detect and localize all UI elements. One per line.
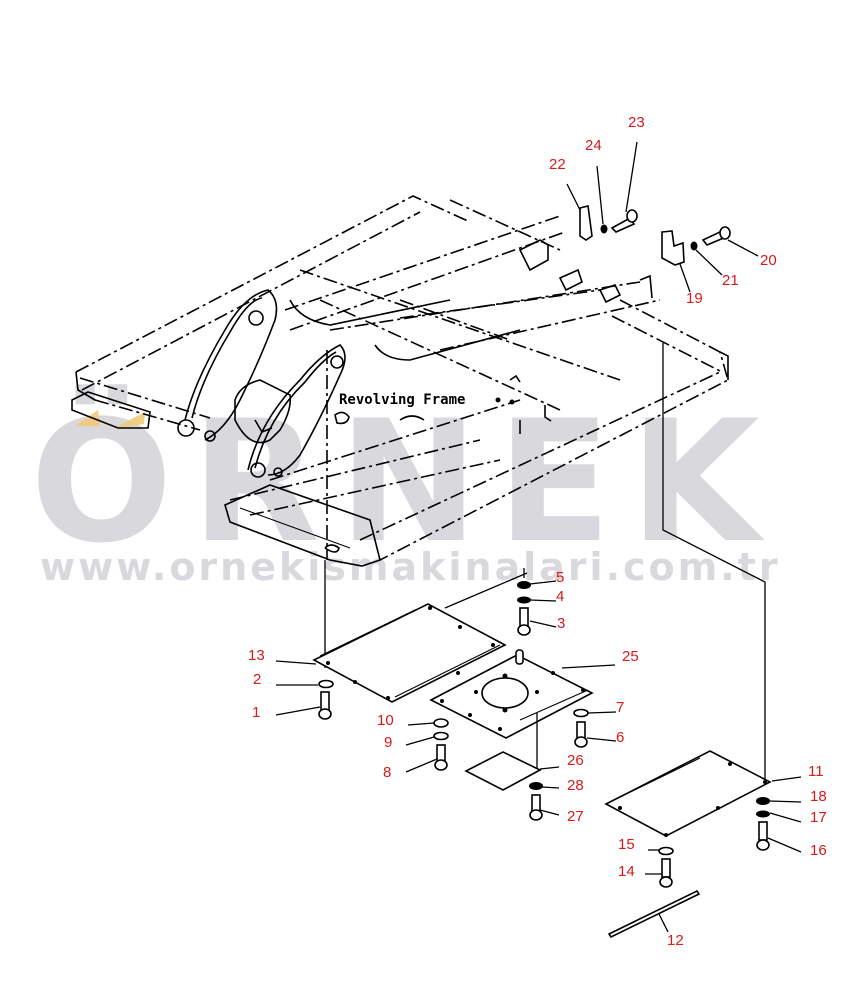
part-22-plate [579,205,593,241]
callout-1: 1 [252,704,260,721]
parts-plate-25 [405,649,617,821]
callout-7: 7 [616,699,624,716]
callout-20: 20 [760,252,777,269]
frame-title: Revolving Frame [339,392,465,408]
callout-14: 14 [618,863,635,880]
callout-19: 19 [686,290,703,307]
callout-13: 13 [248,647,265,664]
part-16-bolt [758,821,768,841]
callout-27: 27 [567,808,584,825]
callout-23: 23 [628,114,645,131]
part-5-washer [517,581,531,589]
part-21-washer [690,241,698,251]
watermark-url: www.ornekismakinalari.com.tr [40,545,781,589]
callout-12: 12 [667,932,684,949]
part-12-seal-strip [607,889,701,939]
callout-26: 26 [567,752,584,769]
part-18-washer [756,797,770,805]
part-27-bolt [531,794,541,812]
part-9-lock-washer [433,731,449,741]
watermark-accent-mark [75,410,100,426]
part-2-washer [318,679,334,689]
callout-4: 4 [556,588,564,605]
callout-10: 10 [377,712,394,729]
part-8-bolt [436,744,446,762]
part-28-washer [529,782,543,790]
parts-plate-13 [275,560,557,720]
part-7-washer [573,708,589,718]
part-26-cover [464,751,542,791]
part-4-lock-washer [517,596,531,604]
callout-5: 5 [556,569,564,586]
part-14-bolt [661,858,671,878]
callout-17: 17 [810,809,827,826]
part-15-washer [658,846,674,856]
part-23-bolt [610,216,636,233]
part-6-bolt [576,721,586,739]
parts-plate-11 [604,750,802,939]
callout-21: 21 [722,272,739,289]
callout-11: 11 [808,763,824,780]
callout-labels: 1 2 3 4 5 6 7 8 9 10 11 12 13 14 15 16 1… [248,114,827,949]
callout-8: 8 [383,764,391,781]
part-25-pin [515,649,524,665]
callout-3: 3 [557,615,565,632]
callout-15: 15 [618,836,635,853]
part-3-bolt [519,607,529,627]
parts-top-right [566,141,759,293]
part-10-washer [433,718,449,728]
callout-28: 28 [567,777,584,794]
part-17-lock-washer [756,810,770,818]
callout-22: 22 [549,156,566,173]
watermark-accent-mark [118,412,145,428]
revolving-frame [71,195,766,780]
part-11-cover-plate [604,750,772,837]
callout-25: 25 [622,648,639,665]
callout-6: 6 [616,729,624,746]
callout-16: 16 [810,842,827,859]
callout-24: 24 [585,137,602,154]
callout-9: 9 [384,734,392,751]
watermark: ÖRNEK www.ornekismakinalari.com.tr [30,384,781,589]
part-24-washer [600,224,608,234]
callout-2: 2 [253,671,261,688]
callout-18: 18 [810,788,827,805]
part-1-bolt [320,691,330,711]
part-19-plate [661,230,685,266]
